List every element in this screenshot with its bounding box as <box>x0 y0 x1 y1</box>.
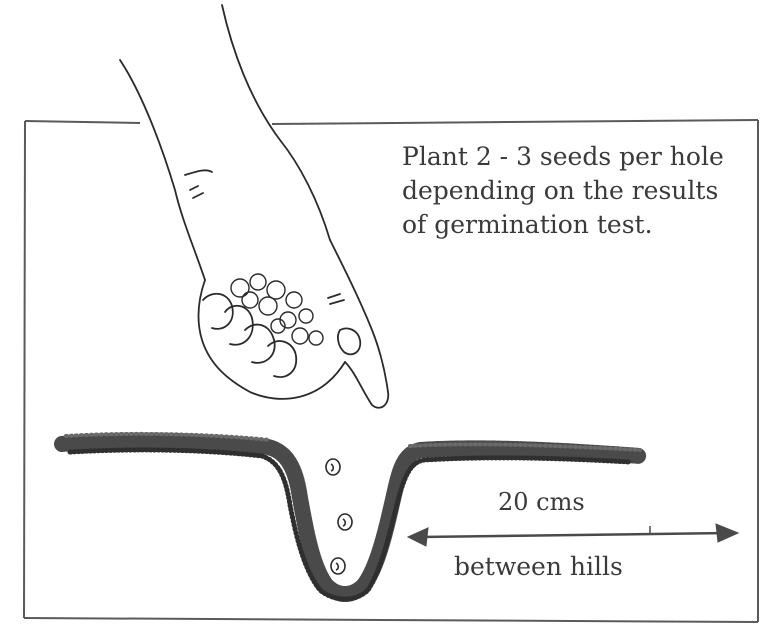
seed <box>331 558 345 574</box>
caption-line-1: Plant 2 - 3 seeds per hole <box>402 140 762 174</box>
caption-line-3: of germination test. <box>402 208 762 242</box>
seed <box>326 459 340 475</box>
spacing-distance-label: 20 cms <box>498 488 585 516</box>
caption-line-2: depending on the results <box>402 174 762 208</box>
seeds-in-hole <box>326 459 352 574</box>
seed <box>338 514 352 530</box>
planting-instruction-caption: Plant 2 - 3 seeds per hole depending on … <box>402 140 762 242</box>
distance-arrow <box>408 524 738 546</box>
hand-illustration <box>120 5 388 408</box>
spacing-description-label: between hills <box>454 552 623 581</box>
